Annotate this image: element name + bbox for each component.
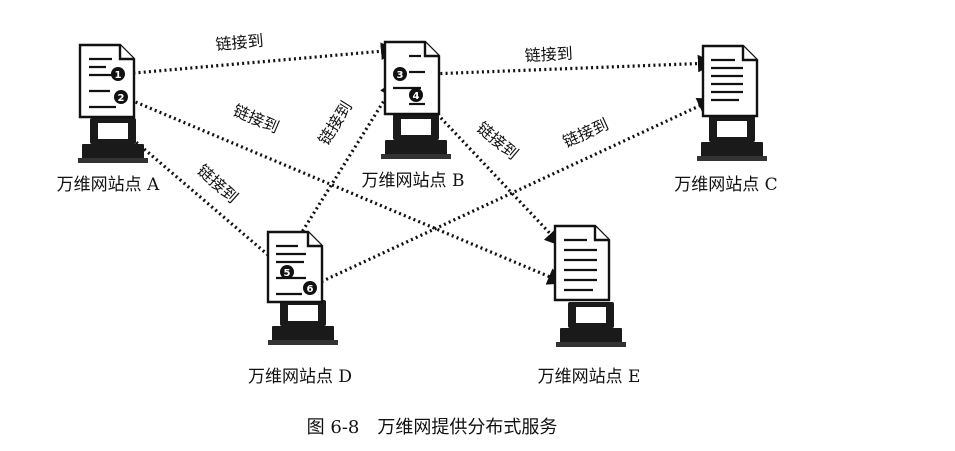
site-label-e: 万维网站点 E bbox=[538, 367, 641, 387]
link-label-d-to-a: 链接到 bbox=[193, 161, 241, 207]
document-icon bbox=[383, 40, 441, 116]
site-label-d: 万维网站点 D bbox=[248, 367, 352, 387]
link-line-a-to-e bbox=[125, 96, 566, 285]
computer-icon bbox=[268, 300, 338, 345]
hyperlink-badge-3: 3 bbox=[393, 67, 407, 81]
svg-text:4: 4 bbox=[413, 91, 420, 102]
link-label-b-to-c: 链接到 bbox=[524, 44, 573, 65]
site-label-c: 万维网站点 C bbox=[674, 175, 777, 195]
link-label-a-to-b: 链接到 bbox=[215, 31, 264, 54]
link-label-a-to-e: 链接到 bbox=[230, 101, 282, 137]
site-d: 5 6 万维网站点 D bbox=[248, 230, 352, 387]
svg-text:3: 3 bbox=[397, 70, 404, 81]
computer-icon bbox=[381, 114, 451, 159]
site-b: 3 4 万维网站点 B bbox=[362, 40, 465, 191]
link-label-b-to-e: 链接到 bbox=[473, 118, 522, 163]
hyperlink-badge-1: 1 bbox=[111, 67, 125, 81]
svg-text:2: 2 bbox=[118, 93, 125, 104]
figure-caption: 图 6-8 万维网提供分布式服务 bbox=[307, 417, 558, 438]
site-e: 万维网站点 E bbox=[538, 224, 641, 387]
svg-text:5: 5 bbox=[284, 268, 291, 279]
site-c: 万维网站点 C bbox=[674, 44, 778, 195]
hyperlink-badge-2: 2 bbox=[114, 90, 128, 104]
document-icon bbox=[553, 224, 611, 302]
computer-icon bbox=[78, 118, 148, 163]
svg-text:1: 1 bbox=[115, 70, 122, 81]
document-icon bbox=[701, 44, 759, 118]
link-label-d-to-b: 链接到 bbox=[315, 98, 357, 149]
link-line-a-to-b bbox=[122, 42, 399, 76]
link-label-d-to-c: 链接到 bbox=[560, 115, 612, 152]
site-a: 1 2 万维网站点 A bbox=[57, 43, 160, 195]
link-line-b-to-c bbox=[403, 54, 716, 77]
computer-icon bbox=[556, 302, 626, 347]
document-icon bbox=[78, 43, 136, 119]
svg-text:6: 6 bbox=[307, 284, 314, 295]
link-line-b-to-e bbox=[421, 97, 563, 247]
hyperlink-badge-6: 6 bbox=[303, 281, 317, 295]
site-label-a: 万维网站点 A bbox=[57, 175, 160, 195]
computer-icon bbox=[697, 116, 767, 161]
link-line-d-to-c bbox=[311, 97, 716, 288]
hyperlink-badge-4: 4 bbox=[409, 88, 423, 102]
site-label-b: 万维网站点 B bbox=[362, 171, 465, 191]
hyperlink-badge-5: 5 bbox=[280, 265, 294, 279]
